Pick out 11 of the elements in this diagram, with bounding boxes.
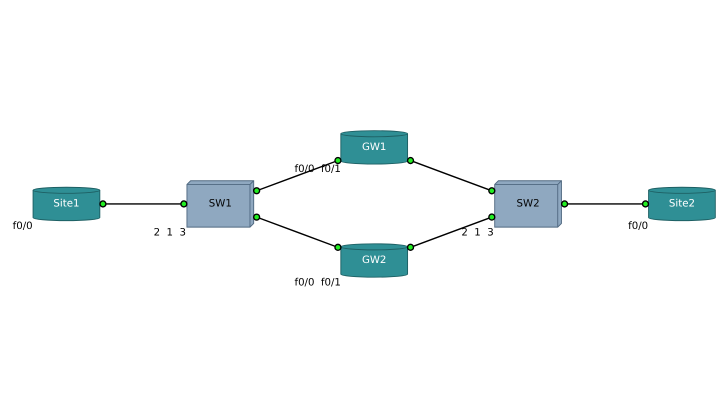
connector: [252, 156, 342, 194]
connector: [99, 200, 188, 208]
connector: [406, 212, 496, 250]
node-label: f0/0 f0/1: [294, 276, 341, 288]
node-label: f0/0: [628, 220, 648, 232]
node-label: f0/0: [12, 220, 33, 232]
connector: [560, 200, 650, 208]
connector: [406, 156, 496, 194]
node-label: 2 1 3: [154, 226, 186, 238]
node-label: 2 1 3: [461, 226, 494, 238]
connector: [252, 212, 342, 250]
